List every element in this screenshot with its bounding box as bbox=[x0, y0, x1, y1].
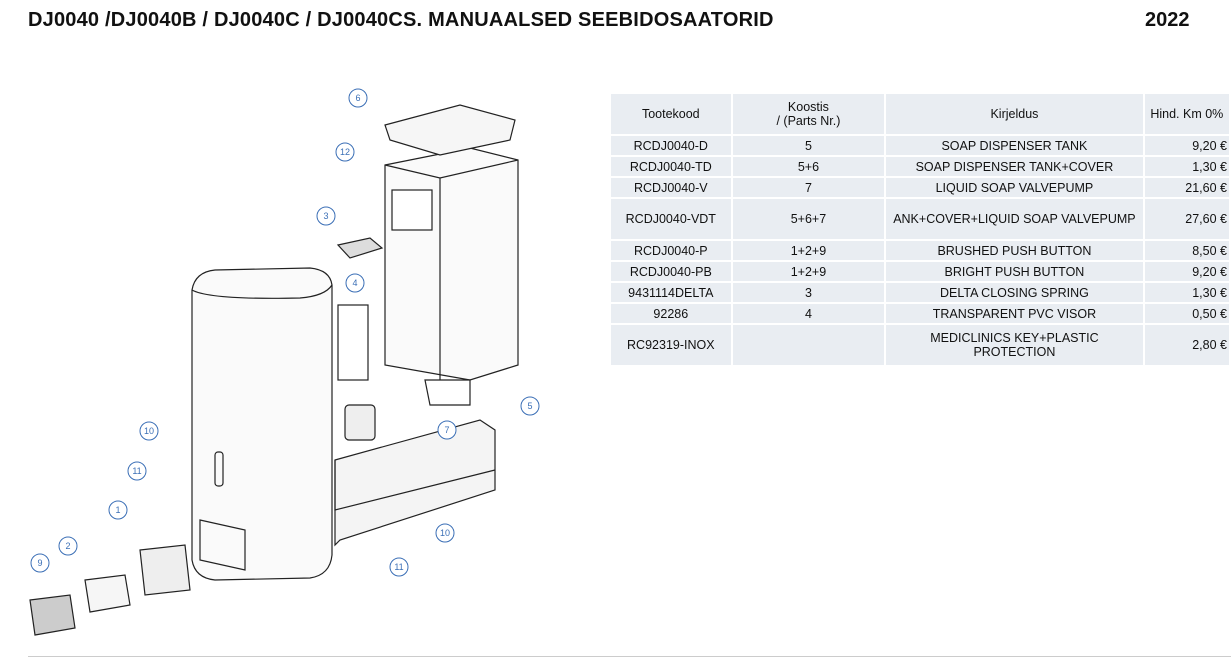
cell-parts: 4 bbox=[730, 302, 887, 325]
cell-price: 9,20 € bbox=[1142, 260, 1231, 283]
col-price: Hind. Km 0% bbox=[1142, 92, 1231, 136]
cell-code: RCDJ0040-V bbox=[609, 176, 733, 199]
callout-5: 5 bbox=[520, 396, 540, 416]
callout-7: 7 bbox=[437, 420, 457, 440]
table-header: Tootekood Koostis/ (Parts Nr.) Kirjeldus… bbox=[609, 92, 1231, 136]
exploded-parts-diagram: 6 12 3 4 10 11 1 2 9 7 5 10 11 bbox=[29, 88, 540, 636]
callout-11: 11 bbox=[127, 461, 147, 481]
soap-tank bbox=[337, 147, 519, 406]
cell-code: 92286 bbox=[609, 302, 733, 325]
cell-parts: 3 bbox=[730, 281, 887, 304]
valve-pump bbox=[344, 404, 376, 441]
callout-1: 1 bbox=[108, 500, 128, 520]
svg-text:10: 10 bbox=[144, 426, 154, 436]
cell-code: RCDJ0040-PB bbox=[609, 260, 733, 283]
year: 2022 bbox=[1145, 9, 1190, 31]
svg-text:3: 3 bbox=[323, 211, 328, 221]
svg-text:12: 12 bbox=[340, 147, 350, 157]
cell-price: 9,20 € bbox=[1142, 134, 1231, 157]
callout-2: 2 bbox=[58, 536, 78, 556]
callout-9: 9 bbox=[30, 553, 50, 573]
cell-code: RCDJ0040-D bbox=[609, 134, 733, 157]
cell-desc: MEDICLINICS KEY+PLASTIC PROTECTION bbox=[884, 323, 1145, 367]
footer-rule bbox=[28, 656, 1231, 657]
svg-text:2: 2 bbox=[65, 541, 70, 551]
cell-parts: 1+2+9 bbox=[730, 239, 887, 262]
callout-10b: 10 bbox=[435, 523, 455, 543]
table-row: RC92319-INOX MEDICLINICS KEY+PLASTIC PROT… bbox=[609, 323, 1231, 367]
cell-desc: BRUSHED PUSH BUTTON bbox=[884, 239, 1145, 262]
push-buttons bbox=[29, 544, 191, 636]
cell-code: RCDJ0040-TD bbox=[609, 155, 733, 178]
col-code: Tootekood bbox=[609, 92, 733, 136]
cell-parts: 5+6 bbox=[730, 155, 887, 178]
cell-parts: 5+6+7 bbox=[730, 197, 887, 241]
col-parts: Koostis/ (Parts Nr.) bbox=[730, 92, 887, 136]
cell-price: 2,80 € bbox=[1142, 323, 1231, 367]
cell-desc: LIQUID SOAP VALVEPUMP bbox=[884, 176, 1145, 199]
cell-code: RCDJ0040-P bbox=[609, 239, 733, 262]
tank-cover bbox=[384, 104, 516, 156]
closing-spring bbox=[336, 237, 384, 259]
cell-price: 27,60 € bbox=[1142, 197, 1231, 241]
page-title: DJ0040 /DJ0040B / DJ0040C / DJ0040CS. MA… bbox=[28, 9, 774, 31]
svg-text:1: 1 bbox=[115, 505, 120, 515]
cell-price: 0,50 € bbox=[1142, 302, 1231, 325]
svg-text:4: 4 bbox=[352, 278, 357, 288]
cell-code: 9431114DELTA bbox=[609, 281, 733, 304]
cell-desc: BRIGHT PUSH BUTTON bbox=[884, 260, 1145, 283]
svg-text:10: 10 bbox=[440, 528, 450, 538]
svg-text:6: 6 bbox=[355, 93, 360, 103]
cell-desc: SOAP DISPENSER TANK+COVER bbox=[884, 155, 1145, 178]
cell-code: RCDJ0040-VDT bbox=[609, 197, 733, 241]
cell-price: 8,50 € bbox=[1142, 239, 1231, 262]
parts-price-table: Tootekood Koostis/ (Parts Nr.) Kirjeldus… bbox=[609, 92, 1231, 367]
cell-price: 1,30 € bbox=[1142, 281, 1231, 304]
callout-12: 12 bbox=[335, 142, 355, 162]
svg-text:5: 5 bbox=[527, 401, 532, 411]
cell-price: 1,30 € bbox=[1142, 155, 1231, 178]
svg-text:7: 7 bbox=[444, 425, 449, 435]
cell-desc: TRANSPARENT PVC VISOR bbox=[884, 302, 1145, 325]
cell-desc: DELTA CLOSING SPRING bbox=[884, 281, 1145, 304]
cell-code: RC92319-INOX bbox=[609, 323, 733, 367]
callout-11b: 11 bbox=[389, 557, 409, 577]
cell-parts: 7 bbox=[730, 176, 887, 199]
svg-text:9: 9 bbox=[37, 558, 42, 568]
callout-10: 10 bbox=[139, 421, 159, 441]
col-desc: Kirjeldus bbox=[884, 92, 1145, 136]
cell-price: 21,60 € bbox=[1142, 176, 1231, 199]
cell-parts: 5 bbox=[730, 134, 887, 157]
cell-parts: 1+2+9 bbox=[730, 260, 887, 283]
svg-text:11: 11 bbox=[132, 466, 141, 476]
svg-text:11: 11 bbox=[394, 562, 403, 572]
dispenser-housing bbox=[191, 267, 333, 581]
cell-desc: SOAP DISPENSER TANK bbox=[884, 134, 1145, 157]
callout-3: 3 bbox=[316, 206, 336, 226]
callout-6: 6 bbox=[348, 88, 368, 108]
callout-4: 4 bbox=[345, 273, 365, 293]
cell-desc: ANK+COVER+LIQUID SOAP VALVEPUMP bbox=[884, 197, 1145, 241]
wall-bracket bbox=[334, 419, 496, 547]
cell-parts bbox=[730, 323, 887, 367]
